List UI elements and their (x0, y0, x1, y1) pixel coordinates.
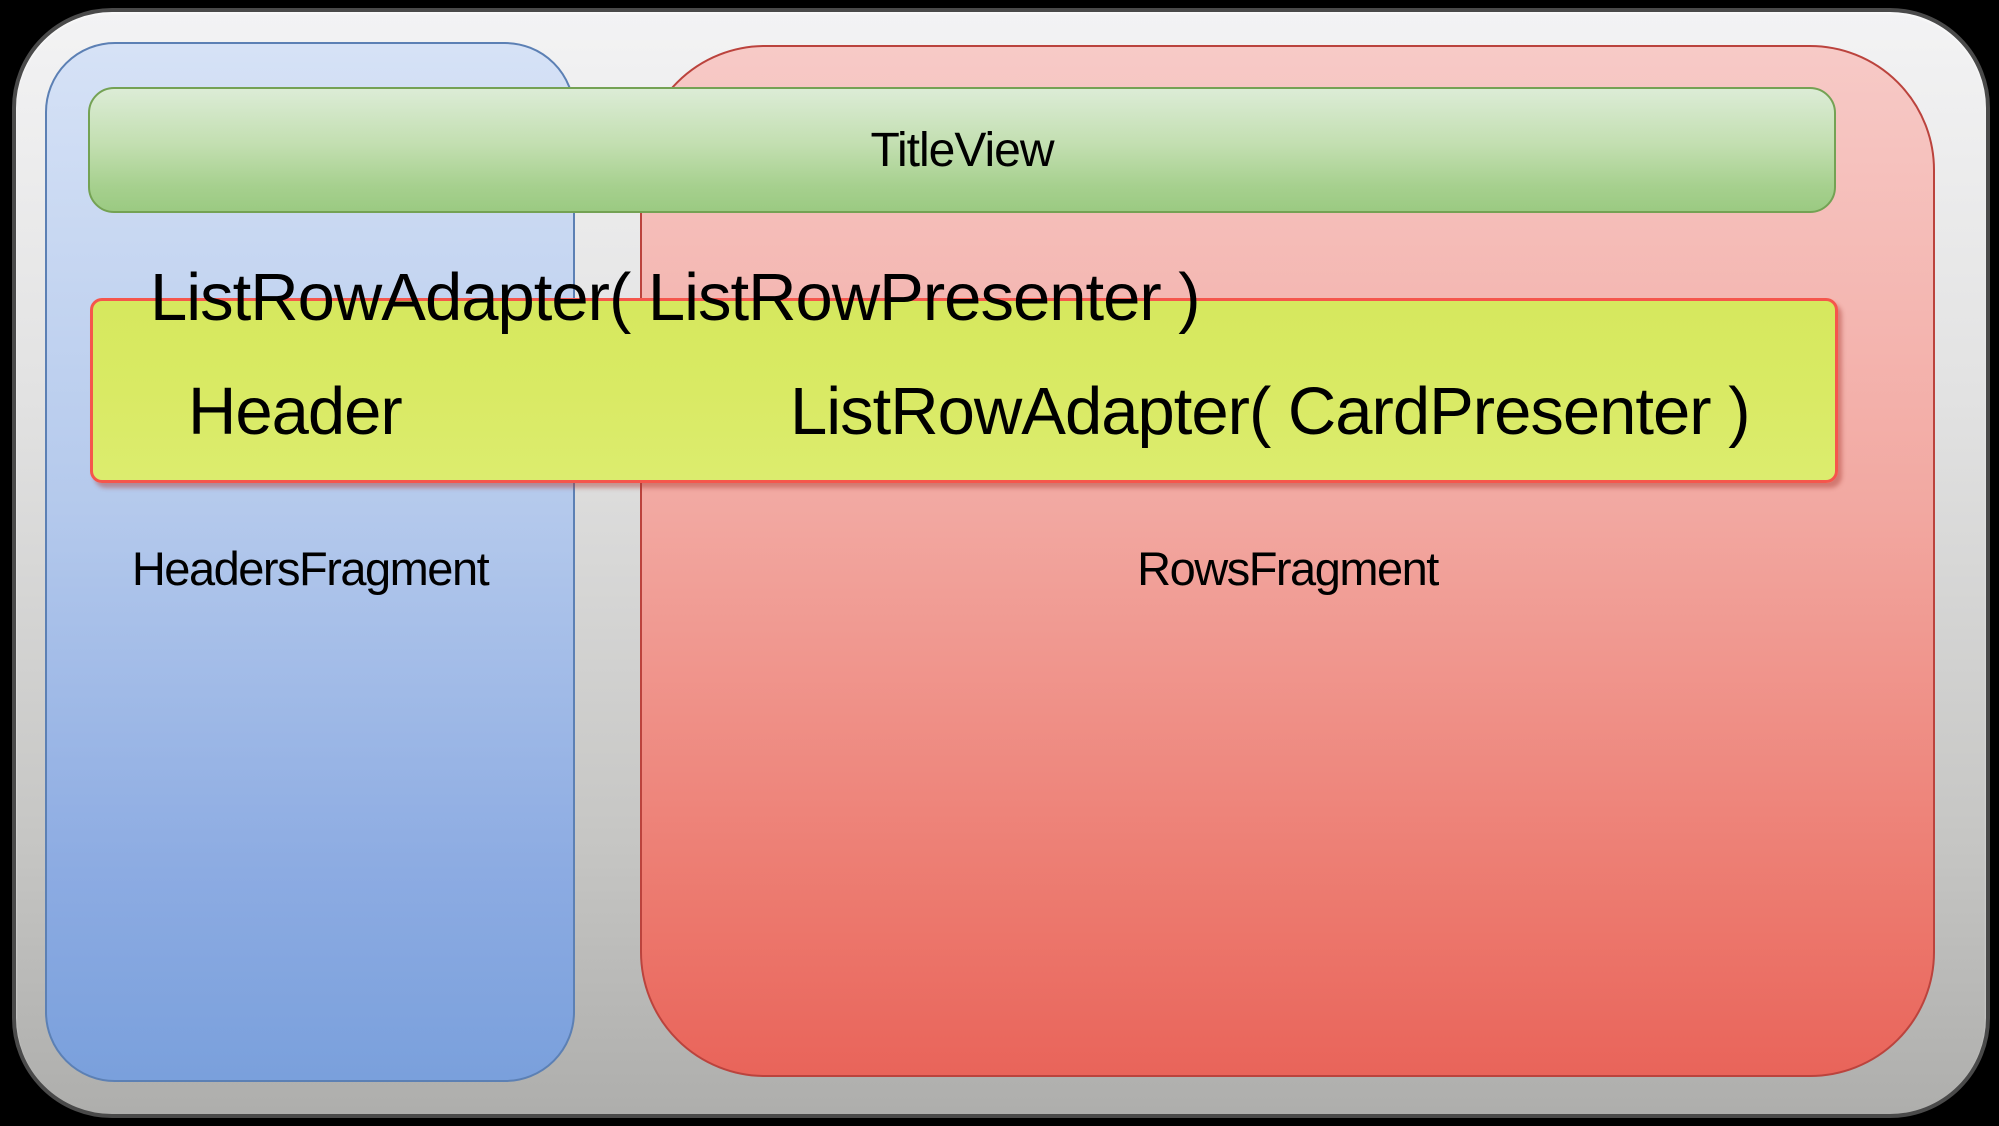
headers-fragment-label: HeadersFragment (131, 542, 490, 595)
list-row-adapter-presenter-label: ListRowAdapter( ListRowPresenter ) (150, 260, 1201, 335)
title-view-bar: TitleView (88, 87, 1836, 213)
list-row-adapter-card-label: ListRowAdapter( CardPresenter ) (790, 374, 1751, 449)
headers-fragment-box (45, 42, 575, 1082)
header-label: Header (188, 374, 403, 449)
rows-fragment-box (640, 45, 1935, 1077)
list-row-bar (90, 298, 1838, 483)
rows-fragment-label: RowsFragment (1137, 542, 1439, 595)
title-view-label: TitleView (870, 123, 1054, 177)
